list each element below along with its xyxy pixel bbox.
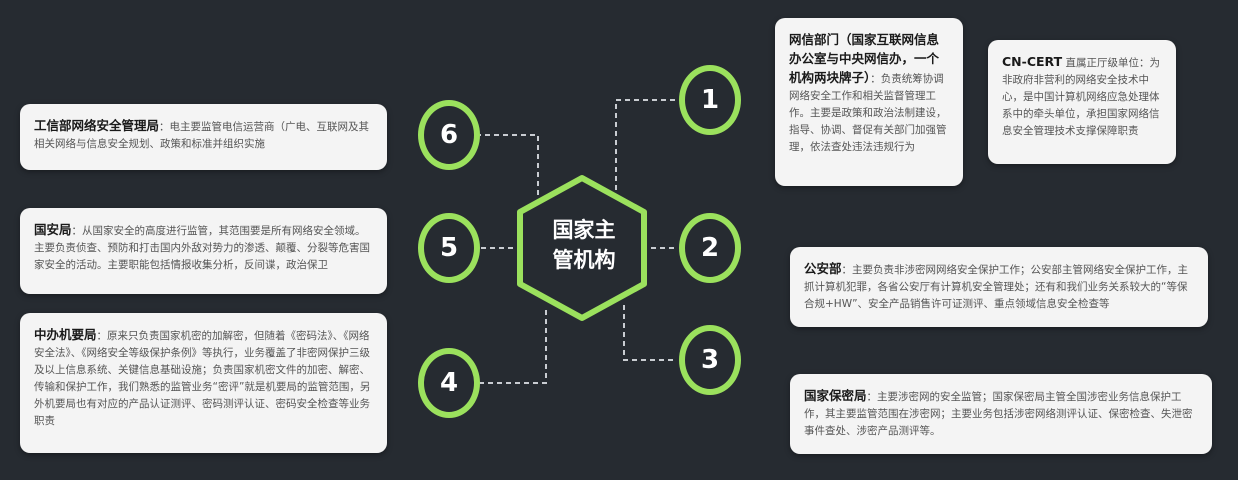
node-1: 1 [679, 65, 741, 135]
central-hub-label: 国家主 管机构 [534, 215, 634, 275]
central-hub-label-line1: 国家主 [552, 218, 616, 242]
card-miit-security: 工信部网络安全管理局：电主要监管电信运营商（广电、互联网及其相关网络与信息安全规… [20, 104, 387, 170]
card-desc: 主要涉密网的安全监管；国家保密局主管全国涉密业务信息保护工作，其主要监管范围在涉… [804, 391, 1193, 437]
node-5: 5 [418, 213, 480, 283]
central-hub-label-line2: 管机构 [552, 248, 616, 272]
card-state-security: 国安局：从国家安全的高度进行监管，其范围要是所有网络安全领域。主要负责侦查、预防… [20, 208, 387, 294]
node-2: 2 [679, 213, 741, 283]
card-title: 公安部 [804, 261, 842, 276]
card-state-secrecy: 国家保密局：主要涉密网的安全监管；国家保密局主管全国涉密业务信息保护工作，其主要… [790, 374, 1212, 454]
card-desc: 负责统筹协调网络安全工作和相关监督管理工作。主要是政策和政治法制建设，指导、协调… [789, 73, 947, 153]
node-4: 4 [418, 348, 480, 418]
card-cn-cert: CN-CERT 直属正厅级单位：为非政府非营利的网络安全技术中心，是中国计算机网… [988, 40, 1176, 164]
card-cyberspace-admin: 网信部门（国家互联网信息办公室与中央网信办，一个机构两块牌子）：负责统筹协调网络… [775, 18, 963, 186]
card-desc: 电主要监管电信运营商（广电、互联网及其相关网络与信息安全规划、政策和标准并组织实… [34, 121, 370, 150]
node-3: 3 [679, 325, 741, 395]
card-title: 网信部门（国家互联网信息办公室与中央网信办，一个机构两块牌子） [789, 32, 940, 85]
card-cipher-bureau: 中办机要局：原来只负责国家机密的加解密，但随着《密码法》、《网络安全法》、《网络… [20, 313, 387, 453]
card-title: 国安局 [34, 222, 72, 237]
connector-3 [623, 305, 676, 361]
card-desc: 从国家安全的高度进行监管，其范围要是所有网络安全领域。主要负责侦查、预防和打击国… [34, 225, 370, 271]
card-title: 中办机要局 [34, 327, 97, 342]
central-hub-hexagon [517, 175, 647, 321]
connector-1 [615, 99, 676, 190]
connector-4 [480, 310, 547, 384]
connector-6 [480, 134, 539, 195]
card-desc: 原来只负责国家机密的加解密，但随着《密码法》、《网络安全法》、《网络安全等级保护… [34, 330, 371, 427]
card-title: 国家保密局 [804, 388, 867, 403]
card-desc: 主要负责非涉密网网络安全保护工作；公安部主管网络安全保护工作，主抓计算机犯罪，各… [804, 264, 1189, 310]
card-title: 工信部网络安全管理局 [34, 118, 160, 133]
card-title: CN-CERT [1002, 54, 1063, 69]
card-public-security: 公安部：主要负责非涉密网网络安全保护工作；公安部主管网络安全保护工作，主抓计算机… [790, 247, 1208, 327]
node-6: 6 [418, 100, 480, 170]
card-desc: 直属正厅级单位：为非政府非营利的网络安全技术中心，是中国计算机网络应急处理体系中… [1002, 57, 1160, 137]
